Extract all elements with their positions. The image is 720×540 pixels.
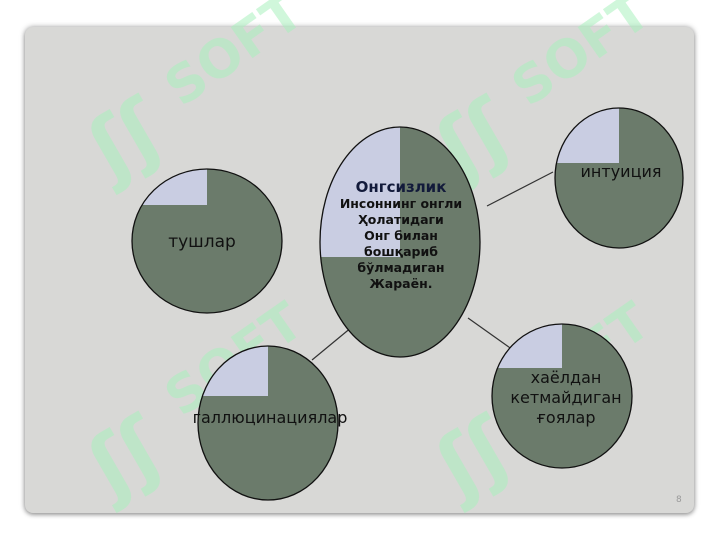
center-body-line: бўлмадиган — [357, 260, 445, 275]
connector-line — [467, 317, 514, 351]
center-node-text: Онгсизлик Инсоннинг онгли Ҳолатидаги Онг… — [315, 178, 487, 292]
center-body-line: Инсоннинг онгли — [339, 196, 463, 211]
node-label-intuitsiya: интуиция — [560, 162, 682, 182]
node-label-line: тушлар — [168, 232, 236, 252]
connector-line — [486, 171, 554, 207]
node-label-line: интуиция — [580, 162, 662, 181]
node-label-tushlar: тушлар — [152, 232, 252, 252]
center-body-line: Ҳолатидаги — [358, 212, 444, 227]
node-label-gallyutsinatsiyalar: галлюцинациялар — [180, 408, 360, 428]
node-label-hayoldan: хаёлдан кетмайдиган ғоялар — [500, 368, 632, 428]
center-body-line: Жараён. — [369, 276, 433, 291]
center-title: Онгсизлик — [355, 178, 447, 196]
node-label-line: хаёлдан — [530, 368, 602, 387]
center-body-line: Онг билан — [364, 228, 438, 243]
node-label-line: кетмайдиган — [510, 388, 622, 407]
page-number: 8 — [676, 495, 682, 505]
node-label-line: ғоялар — [536, 408, 596, 427]
center-body-line: бошқариб — [364, 244, 438, 259]
node-label-line: галлюцинациялар — [192, 408, 348, 427]
